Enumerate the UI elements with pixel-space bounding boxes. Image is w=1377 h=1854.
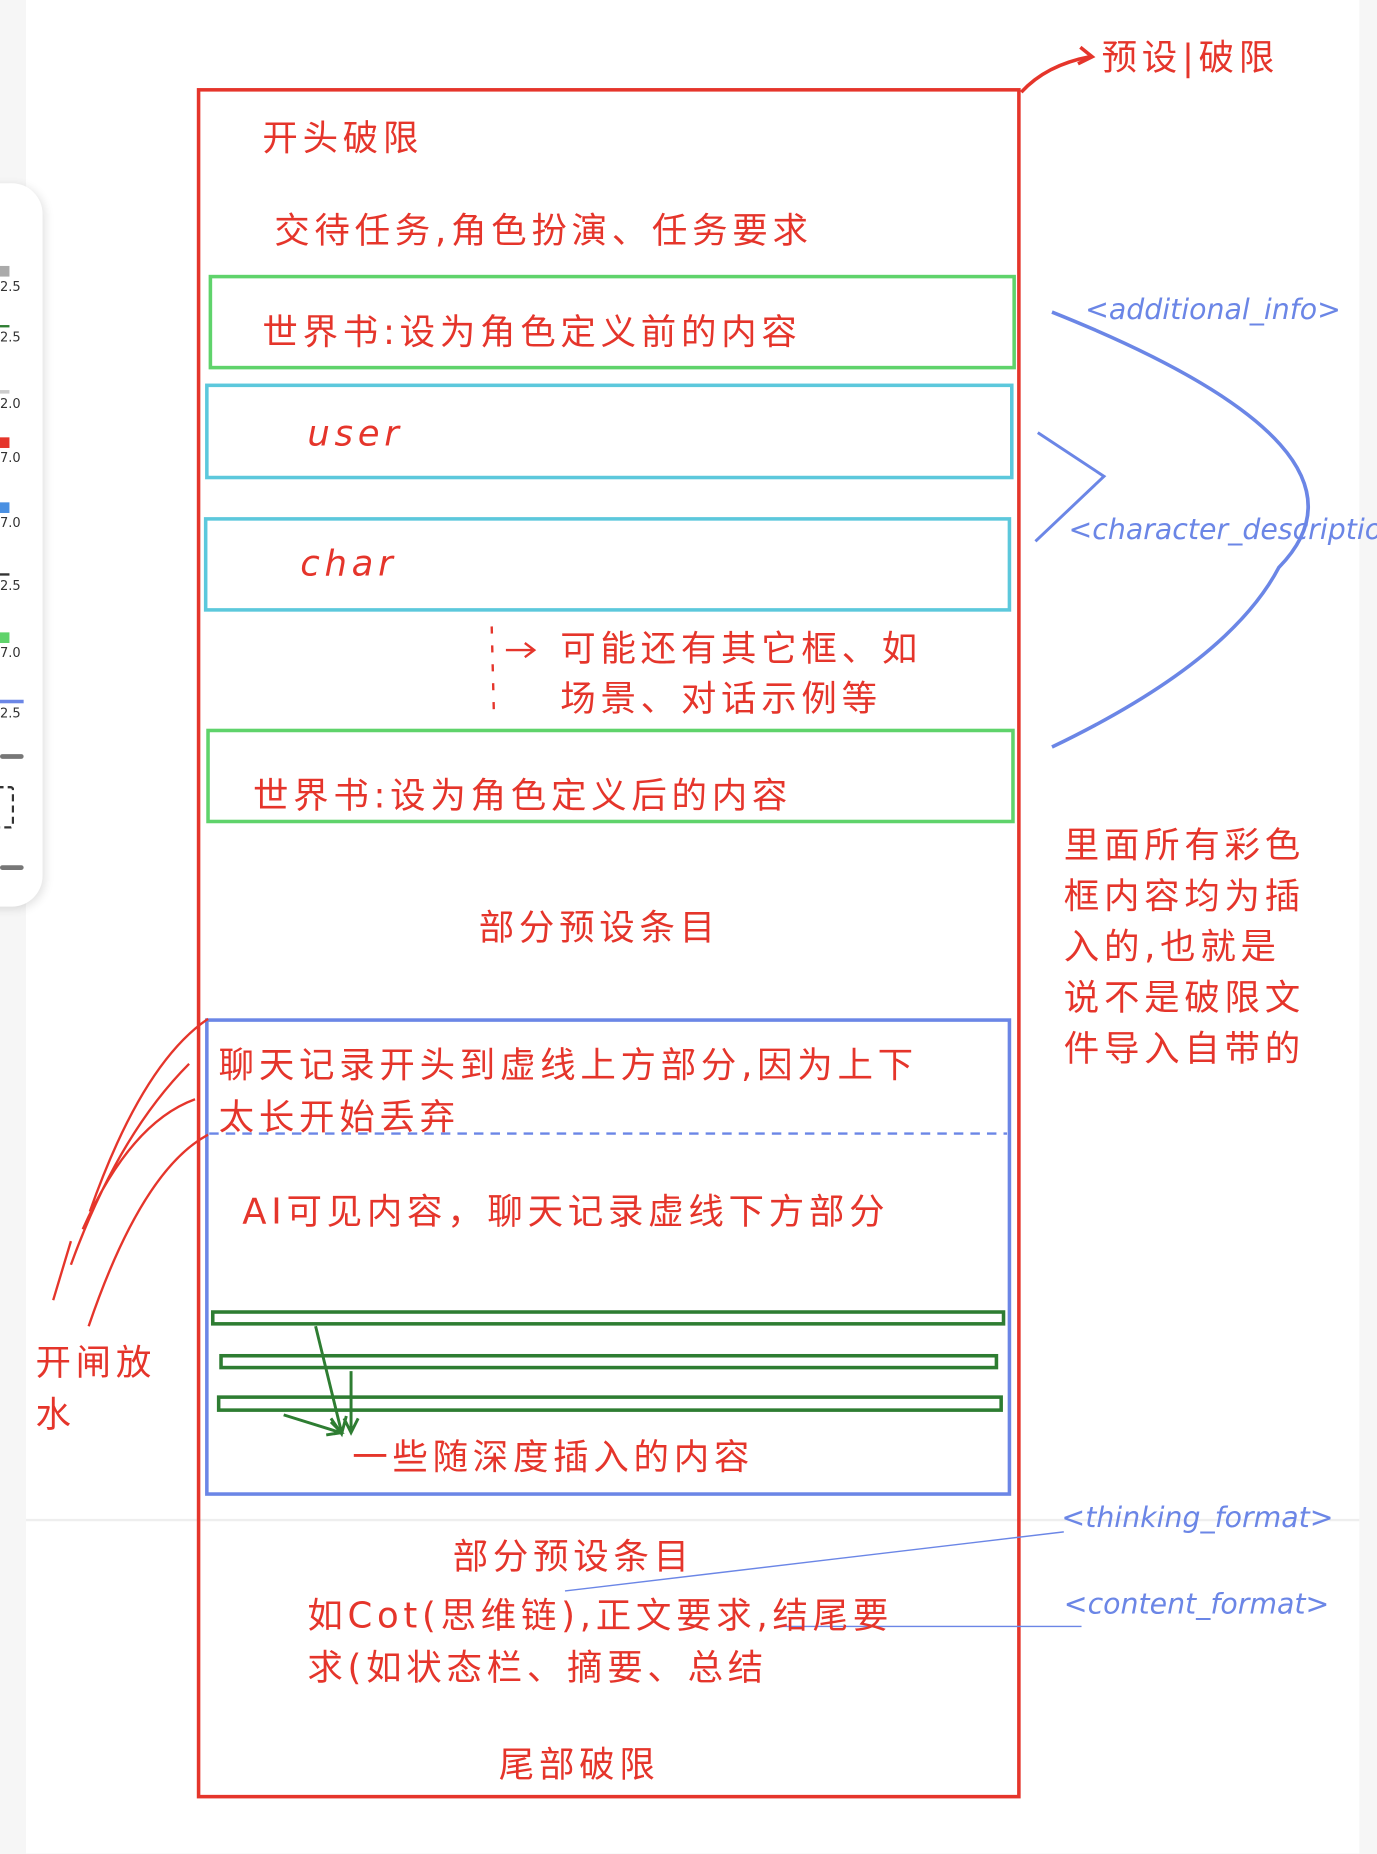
cot-line-2: 求(如状态栏、摘要、总结: [307, 1647, 768, 1690]
tail-jailbreak: 尾部破限: [498, 1744, 660, 1787]
toolbar-divider: [0, 865, 24, 870]
toolbar-divider: [0, 754, 24, 759]
worldbook-after-text: 世界书:设为角色定义后的内容: [252, 775, 793, 817]
preset-jailbreak-label: 预设|破限: [1101, 37, 1280, 80]
lasso-select-icon[interactable]: [0, 786, 15, 829]
other-boxes-line-1: 可能还有其它框、如: [560, 628, 922, 671]
ai-visible-text: AI可见内容，聊天记录虚线下方部分: [242, 1191, 890, 1233]
highlighter-tool-red[interactable]: 7.0: [0, 437, 35, 466]
partial-preset-1: 部分预设条目: [478, 907, 720, 950]
pen-size: 7.0: [0, 515, 21, 531]
canvas: [26, 0, 1360, 1854]
other-boxes-line-2: 场景、对话示例等: [560, 678, 882, 720]
additional-info-tag: <additional_info>: [1085, 293, 1341, 327]
open-gate-line-1: 开闸放: [35, 1342, 157, 1385]
chat-history-box: [205, 1018, 1012, 1496]
pen-size: 2.5: [0, 577, 21, 594]
open-gate-line-2: 水: [35, 1394, 76, 1437]
worldbook-before-box: [208, 274, 1016, 370]
user-text: user: [307, 413, 404, 456]
bracket-curve: [1051, 310, 1310, 749]
note-line-2: 框内容均为插: [1063, 875, 1305, 918]
thinking-format-tag: <thinking_format>: [1061, 1501, 1334, 1535]
thinking-format-pointer: [564, 1531, 1064, 1592]
open-gate-strokes: [52, 1017, 209, 1327]
note-line-5: 件导入自带的: [1063, 1028, 1305, 1070]
depth-insert-bar-3: [216, 1395, 1003, 1412]
highlighter-tool-blue[interactable]: 7.0: [0, 502, 35, 531]
pen-size: 2.0: [0, 395, 21, 412]
char-box: [203, 517, 1012, 612]
dotted-continuation: [490, 626, 496, 722]
cot-line-1: 如Cot(思维链),正文要求,结尾要: [307, 1595, 894, 1638]
note-line-3: 入的,也就是: [1063, 926, 1281, 969]
worldbook-before-text: 世界书:设为角色定义前的内容: [262, 312, 802, 354]
chat-history-line-1: 聊天记录开头到虚线上方部分,因为上下: [218, 1044, 918, 1087]
pen-size: 7.0: [0, 450, 21, 466]
partial-preset-2: 部分预设条目: [452, 1536, 694, 1578]
pen-size: 2.5: [0, 705, 21, 722]
char-text: char: [300, 543, 398, 586]
content-format-tag: <content_format>: [1063, 1587, 1330, 1621]
page-divider: [26, 1518, 1360, 1522]
character-description-tag: <character_description>: [1068, 512, 1377, 547]
pen-tool-blue[interactable]: 2.5: [0, 699, 35, 722]
drawing-toolbar: 2.5 2.5 2.0 7.0 7.0 2.5 7.0 2.5: [0, 183, 43, 907]
pen-size: 2.5: [0, 278, 21, 295]
pen-tool-3[interactable]: 2.0: [0, 390, 35, 411]
header-jailbreak: 开头破限: [262, 118, 424, 160]
highlighter-tool-green[interactable]: 7.0: [0, 632, 35, 661]
chat-history-line-2: 太长开始丢弃: [218, 1096, 460, 1139]
pen-size: 2.5: [0, 329, 21, 346]
pen-tool-1[interactable]: 2.5: [0, 265, 35, 295]
outer-preset-box: [196, 88, 1021, 1799]
pen-tool-2[interactable]: 2.5: [0, 325, 35, 345]
depth-insert-bar-1: [210, 1310, 1006, 1326]
depth-insert-text: 一些随深度插入的内容: [352, 1437, 755, 1479]
insert-arrows: [283, 1325, 360, 1438]
task-line: 交待任务,角色扮演、任务要求: [274, 210, 813, 252]
chevron-bracket: [1034, 431, 1107, 543]
preset-arrow: [1019, 54, 1091, 94]
note-line-1: 里面所有彩色: [1063, 825, 1305, 867]
pen-size: 7.0: [0, 645, 21, 661]
pen-tool-black[interactable]: 2.5: [0, 573, 35, 593]
depth-insert-bar-2: [219, 1353, 999, 1370]
user-box: [205, 383, 1014, 480]
note-line-4: 说不是破限文: [1063, 977, 1305, 1019]
worldbook-after-box: [206, 728, 1015, 824]
